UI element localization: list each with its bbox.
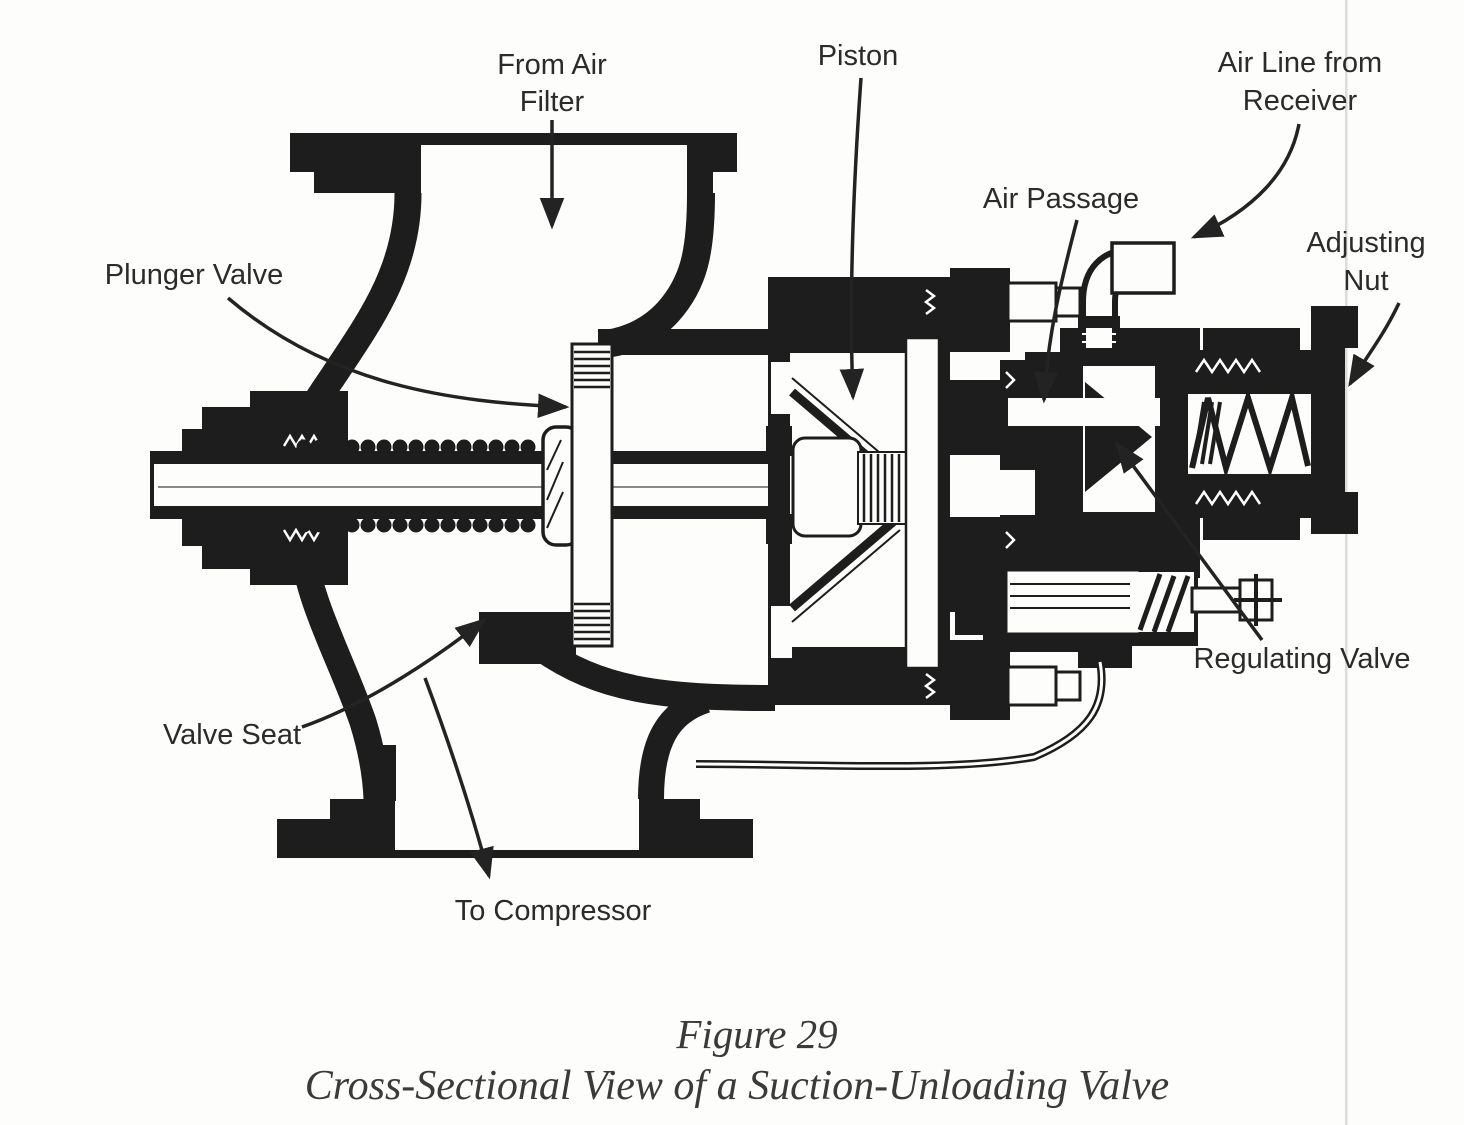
leader-plunger-valve (226, 296, 570, 419)
leader-regulating-valve (1114, 441, 1264, 642)
label-air-line-line1: Air Line from (1218, 47, 1382, 79)
label-air-line-line2: Receiver (1243, 85, 1358, 117)
label-air-passage: Air Passage (983, 183, 1139, 215)
leader-arrows (226, 77, 1401, 880)
label-from-air-filter-line1: From Air (497, 49, 607, 81)
label-plunger-valve: Plunger Valve (105, 259, 283, 291)
leader-valve-seat (301, 617, 487, 729)
label-piston: Piston (818, 40, 899, 72)
sensing-tube (695, 636, 1132, 771)
label-from-air-filter-line2: Filter (520, 86, 585, 118)
pilot-valve (955, 550, 1282, 652)
plunger-valve-disc (541, 342, 614, 648)
callout-labels: From Air Filter Piston Air Line from Rec… (105, 40, 1426, 927)
stem-assembly (150, 451, 780, 519)
leader-adjusting-nut (1348, 302, 1401, 388)
adjusting-nut-cap (1311, 306, 1358, 534)
figure-caption: Figure 29 Cross-Sectional View of a Suct… (305, 1011, 1169, 1109)
label-adjusting-nut-line2: Nut (1343, 265, 1388, 297)
stem-spring (296, 439, 536, 533)
piston-assembly (766, 277, 962, 705)
leader-air-passage (1033, 219, 1079, 404)
valve-body (277, 133, 776, 858)
air-line-elbow (1078, 241, 1176, 348)
label-valve-seat: Valve Seat (163, 719, 301, 751)
scan-artifact-line (1345, 0, 1348, 1125)
figure-caption-line2: Cross-Sectional View of a Suction-Unload… (305, 1063, 1169, 1109)
figure-caption-line1: Figure 29 (675, 1011, 837, 1057)
leader-to-compressor (423, 677, 494, 880)
label-adjusting-nut-line1: Adjusting (1306, 227, 1425, 259)
leader-piston (839, 77, 865, 401)
label-regulating-valve: Regulating Valve (1193, 643, 1410, 675)
valve-seat (479, 612, 576, 664)
regulator-spring (1188, 328, 1315, 540)
leader-air-line (1190, 123, 1301, 239)
label-to-compressor: To Compressor (455, 895, 652, 927)
